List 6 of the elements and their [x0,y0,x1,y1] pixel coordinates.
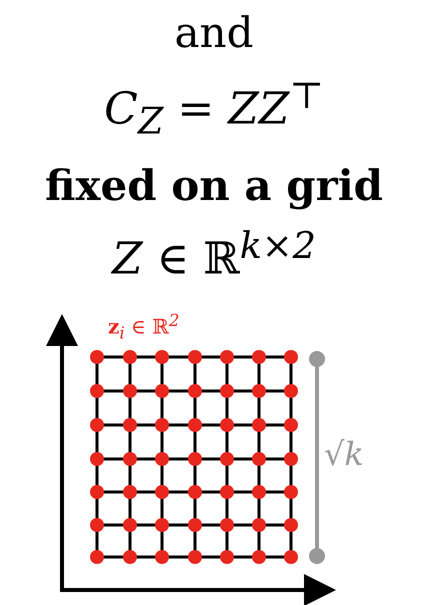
caption-text: and [174,12,254,54]
math-formula: Z ∈ ℝ$^{k×2}$ [112,228,316,282]
math-formula: C$_{Z}$ = ZZ$^{⊤}$ [104,78,324,140]
point-label: z$_{i}$ ∈ ℝ$^{2}$ [108,313,180,342]
heading-text: fixed on a grid [44,165,384,207]
side-length-label: √k [324,438,364,470]
